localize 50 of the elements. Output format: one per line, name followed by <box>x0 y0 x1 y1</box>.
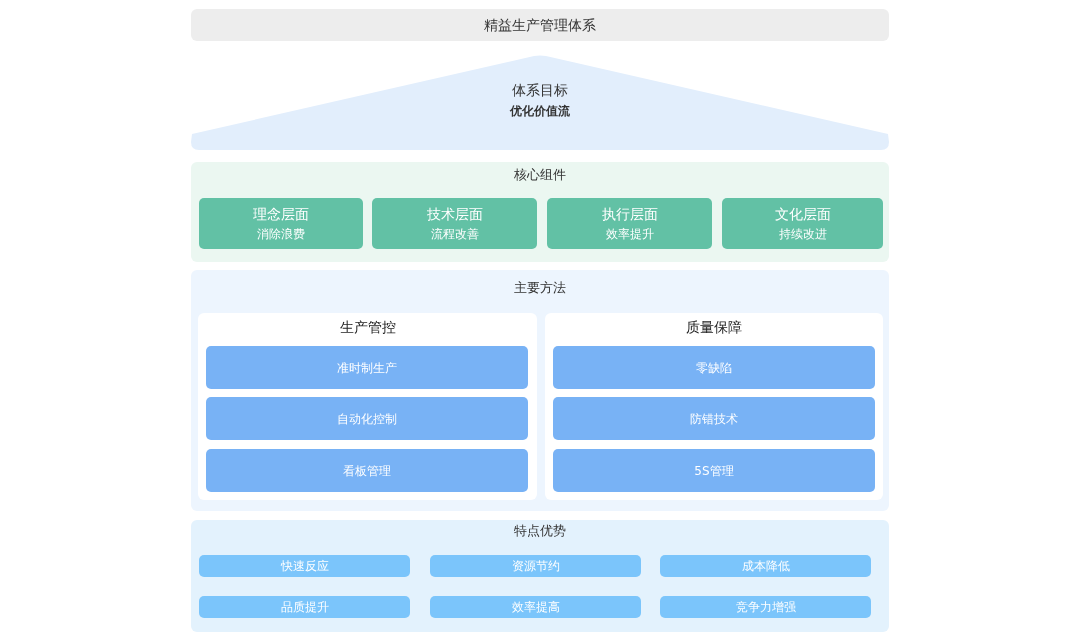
goal-text: 优化价值流 <box>510 103 570 120</box>
card-subtitle: 消除浪费 <box>257 225 305 243</box>
pill-label: 竞争力增强 <box>735 599 796 616</box>
card-subtitle: 流程改善 <box>430 225 479 243</box>
section-title: 核心组件 <box>514 166 566 184</box>
method-label: 看板管理 <box>343 462 391 480</box>
method-label: 零缺陷 <box>696 359 732 377</box>
pill-label: 成本降低 <box>741 558 790 575</box>
pill-label: 资源节约 <box>511 558 560 575</box>
group-panel <box>545 313 883 500</box>
card-title: 文化层面 <box>774 204 831 223</box>
pill-label: 品质提升 <box>280 599 329 616</box>
advantage-pill <box>660 555 871 577</box>
roof-triangle <box>191 55 889 150</box>
method-box <box>553 346 875 389</box>
component-card <box>722 198 883 249</box>
section-panel <box>191 520 889 632</box>
advantage-pill <box>430 596 641 618</box>
section-panel <box>191 162 889 262</box>
card-title: 技术层面 <box>426 204 483 223</box>
group-title: 质量保障 <box>686 318 742 336</box>
method-box <box>553 449 875 492</box>
method-box <box>206 449 528 492</box>
method-box <box>206 397 528 440</box>
method-box <box>553 397 875 440</box>
method-box <box>206 346 528 389</box>
group-title: 生产管控 <box>339 318 396 336</box>
pill-label: 效率提高 <box>511 599 560 616</box>
pill-label: 快速反应 <box>280 558 329 575</box>
card-subtitle: 持续改进 <box>778 225 827 243</box>
advantage-pill <box>430 555 641 577</box>
method-label: 自动化控制 <box>337 410 397 428</box>
method-label: 防错技术 <box>690 410 738 428</box>
card-title: 执行层面 <box>601 204 658 223</box>
group-panel <box>198 313 537 500</box>
advantage-pill <box>199 596 410 618</box>
advantage-pill <box>660 596 871 618</box>
header-title: 精益生产管理体系 <box>484 16 596 34</box>
component-card <box>372 198 537 249</box>
section-title: 特点优势 <box>514 522 566 540</box>
card-subtitle: 效率提升 <box>605 225 654 243</box>
advantage-pill <box>199 555 410 577</box>
section-panel <box>191 270 889 511</box>
goal-title: 体系目标 <box>512 81 568 99</box>
method-label: 5S管理 <box>694 462 734 480</box>
component-card <box>199 198 363 249</box>
section-title: 主要方法 <box>514 279 566 297</box>
component-card <box>547 198 712 249</box>
method-label: 准时制生产 <box>337 359 397 377</box>
card-title: 理念层面 <box>253 204 309 223</box>
